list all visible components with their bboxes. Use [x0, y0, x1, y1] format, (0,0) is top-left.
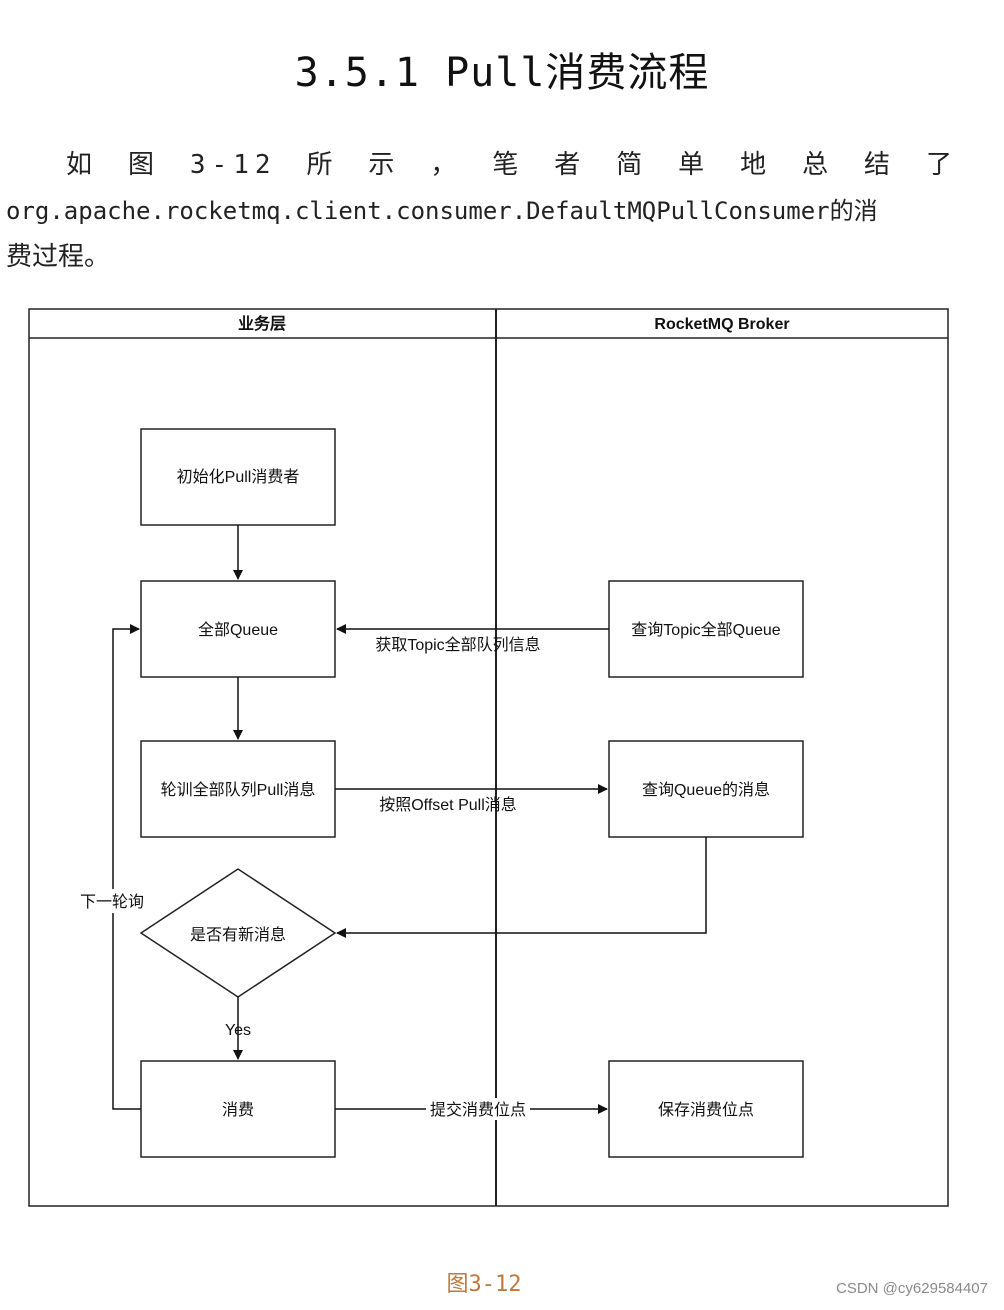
watermark: CSDN @cy629584407	[836, 1280, 988, 1297]
edge-query-messages-to-decision	[336, 837, 707, 938]
node-save-offset-label: 保存消费位点	[658, 1101, 754, 1119]
node-consume-label: 消费	[222, 1101, 254, 1119]
node-all-queue	[140, 580, 336, 678]
node-all-queue-label: 全部Queue	[198, 621, 278, 639]
lane-business-label: 业务层	[238, 314, 286, 333]
edge-commit-offset-label: 提交消费位点	[430, 1101, 526, 1119]
edge-get-topic-info-label: 获取Topic全部队列信息	[375, 636, 540, 654]
intro-line-3: 费过程。	[6, 242, 111, 272]
intro-line-2: org.apache.rocketmq.client.consumer.Defa…	[6, 197, 878, 225]
node-has-new-message-label: 是否有新消息	[190, 926, 286, 944]
node-query-queue-messages-label: 查询Queue的消息	[642, 781, 770, 799]
lane-broker-label: RocketMQ Broker	[654, 316, 789, 333]
node-init-consumer	[140, 428, 336, 526]
section-title: 3.5.1 Pull消费流程	[294, 50, 710, 96]
node-query-queue-messages	[608, 740, 804, 838]
edge-pull-by-offset-label: 按照Offset Pull消息	[379, 796, 517, 814]
figure-caption: 图3-12	[446, 1272, 522, 1297]
node-poll-queues-label: 轮训全部队列Pull消息	[161, 781, 316, 799]
node-consume	[140, 1060, 336, 1158]
node-poll-queues	[140, 740, 336, 838]
diagram-frame	[28, 308, 949, 1207]
node-query-topic-queues-label: 查询Topic全部Queue	[631, 621, 780, 639]
node-query-topic-queues	[608, 580, 804, 678]
node-save-offset	[608, 1060, 804, 1158]
node-init-consumer-label: 初始化Pull消费者	[177, 468, 300, 486]
edge-next-round-label: 下一轮询	[80, 893, 144, 911]
edge-yes-label: Yes	[225, 1022, 251, 1039]
edge-consume-to-all-queue	[112, 624, 141, 1110]
intro-line-1: 如图3-12所示，笔者简单地总结了	[66, 150, 958, 180]
